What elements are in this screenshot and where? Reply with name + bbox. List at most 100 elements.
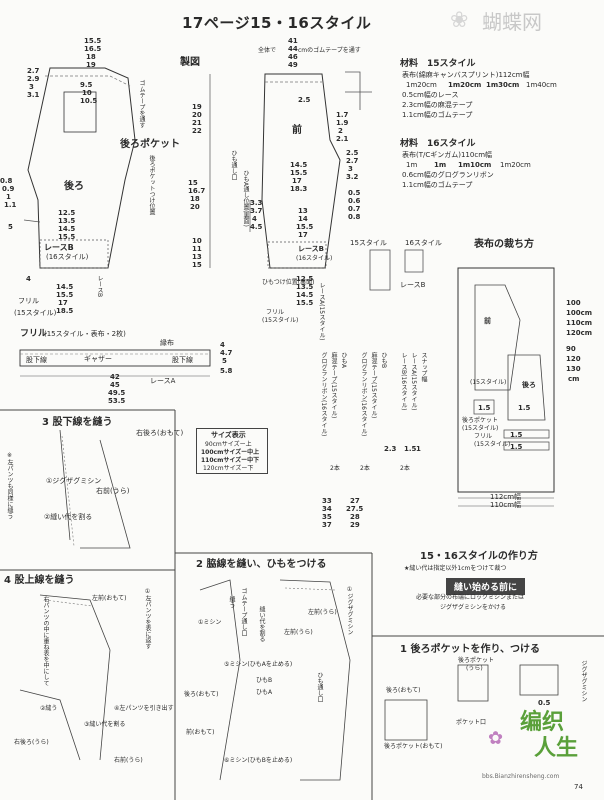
front-zentai: 全体で [258,47,277,54]
materials15-l2a: 1m20cm [406,81,437,89]
back-dim: 2.7 [27,67,40,75]
back-pocket-pos: 後ろポケットつけ位置 [148,155,155,215]
frill-fuchi: 縁布 [160,339,174,347]
cut-len: 29 [350,521,360,529]
step2-a14: 左前(うら) [308,609,337,616]
front-dim: 14.5 [296,291,314,299]
front-dim: 15 [188,179,198,187]
materials15-l4: 2.3cm幅の麻混テープ [402,101,473,109]
front-dim: 2.1 [336,135,349,143]
front-dim: 0.8 [348,213,361,221]
step3-a4: 右前(うら) [96,487,130,495]
materials15-l1: 表布(綿麻キャンバスプリント)112cm幅 [402,71,530,79]
front-laceB-note: (16スタイル) [296,255,333,262]
layout-dim: 100 [566,299,581,307]
step2-a7: ひもA [256,689,273,696]
step2-a11: ⑥ミシン(ひもBを止める) [224,757,293,764]
back-dim: 1 [6,193,11,201]
step2-a1: ゴムテープ通し口 [240,588,247,636]
materials15-l2b: 1m20cm [448,81,482,89]
step2-a2: 縫う [228,596,235,608]
front-dim: 0.7 [348,205,361,213]
front-himo-pos: ひもA通し位置(裏面) [242,170,249,227]
footer-logo-line1: 编织 [520,710,565,735]
step2-a5: 左前(うら) [284,629,313,636]
back-dim: 16.5 [84,45,102,53]
back-dim: 12.5 [58,209,76,217]
frill-gather: ギャザー [84,355,112,363]
back-dim: 0.8 [0,177,13,185]
back-dim: 4 [26,275,31,283]
front-frill: フリル [266,309,285,316]
front-dim: 20 [190,203,200,211]
cut-item: グログランリボン(16スタイル) [320,352,327,437]
layout-dim: 110cm [566,319,593,327]
front-dim: 22 [192,127,202,135]
materials15-l5: 1.1cm幅のゴムテープ [402,111,473,119]
back-dim: 14.5 [58,225,76,233]
step3-a2: ①ジグザグミシン [46,477,102,485]
frill-dim: 5.8 [220,367,233,375]
front-dim: 13 [192,253,202,261]
front-dim: 10 [192,237,202,245]
back-pocket-label: 後ろポケット [120,139,180,150]
step4-a7: 右後ろ(うら) [14,739,49,746]
layout-dim: 1.5 [478,404,491,412]
step2-title: 2 脇線を縫い、ひもをつける [196,559,327,570]
cut-width: 1.5 [404,445,417,453]
front-dim: 17 [292,177,302,185]
materials16-l2a: 1m [406,161,418,169]
front-dim: 2 [338,127,343,135]
front-dim: 3.2 [346,173,359,181]
front-dim: 15.5 [290,169,308,177]
size-title: サイズ表示 [211,431,246,439]
front-dim: 14 [298,215,308,223]
front-dim: 49 [288,61,298,69]
front-label: 前 [292,125,302,136]
step4-a5: ③縫い代を割る [84,721,126,728]
front-dim: 11 [192,245,202,253]
back-dim: 10 [82,89,92,97]
step2-a4: ①ミシン [198,619,222,626]
cutting-layout-title: 表布の裁ち方 [474,239,534,250]
step1-a5: ジグザグミシン [580,660,587,702]
front-gom: cmのゴムテープを通す [298,47,361,54]
front-dim: 2.5 [298,96,311,104]
front-laceB: レースB [298,245,324,253]
front-dim: 13 [298,207,308,215]
layout-frill-note: (15スタイル) [474,441,511,448]
back-dim: 15.5 [58,233,76,241]
layout-pocket: 後ろポケット [462,417,499,424]
cut-len: 27 [350,497,360,505]
front-dim: 13.5 [296,283,314,291]
front-dim: 19 [192,103,202,111]
step2-a9: 後ろ(おもて) [184,691,219,698]
front-dim: 41 [288,37,298,45]
front-frill-note: (15スタイル) [262,317,299,324]
back-dim: 9.5 [80,81,93,89]
cut-count: 2本 [330,465,340,472]
back-dim: 18.5 [56,307,74,315]
butterfly-icon: ❀ [450,8,469,33]
layout-dim: cm [568,375,580,383]
cut-len: 27.5 [346,505,364,513]
materials16-l1: 表布(T/Cギンガム)110cm幅 [402,151,493,159]
front-dim: 2.5 [346,149,359,157]
layout-pocket-note: (15スタイル) [462,425,499,432]
cut-len: 37 [322,521,332,529]
cut-item: ひもB [380,352,387,369]
back-dim: 2.9 [27,75,40,83]
front-dim: 2.7 [346,157,359,165]
step4-title: 4 股上線を縫う [4,575,75,586]
back-laceB-note: (16スタイル) [46,253,89,261]
frill-dim: 42 [110,373,120,381]
front-dim: 18 [190,195,200,203]
materials15-l3: 0.5cm幅のレース [402,91,459,99]
layout-front: 前 [484,317,491,325]
step3-title: 3 股下線を縫う [42,417,113,428]
front-dim: 15.5 [296,299,314,307]
lace-s16: 16スタイル [405,239,442,247]
materials15-l2c: 1m30cm [486,81,520,89]
materials16-l3: 0.6cm幅のグログランリボン [402,171,494,179]
step1-a3: 後ろ(おもて) [386,687,421,694]
